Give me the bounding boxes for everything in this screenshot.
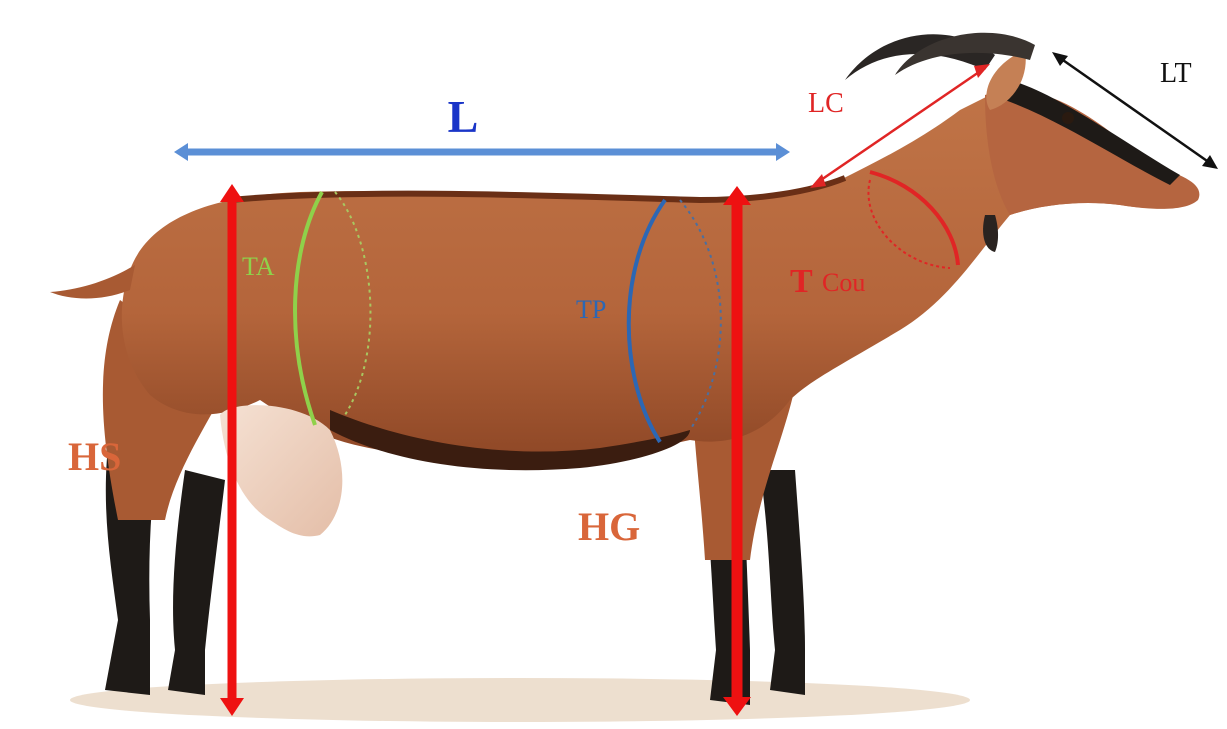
goat-illustration — [50, 33, 1199, 705]
hg-label: HG — [578, 504, 640, 549]
lt-arrow-head-end — [1202, 155, 1218, 169]
neck-cou-label: Cou — [822, 268, 865, 297]
eye — [1062, 112, 1074, 124]
dorsal-stripe — [230, 178, 845, 200]
wattles — [983, 215, 998, 252]
ta-label: TA — [242, 252, 275, 281]
lc-arrow-head-start — [810, 174, 826, 188]
length-arrow-right-head — [776, 143, 790, 161]
udder — [220, 405, 342, 536]
lt-label: LT — [1160, 58, 1192, 89]
neck-t-label: T — [790, 263, 813, 300]
lc-label: LC — [808, 88, 844, 119]
hs-arrow-top-head — [220, 184, 244, 202]
length-arrow-left-head — [174, 143, 188, 161]
head — [985, 90, 1199, 215]
hs-label: HS — [68, 434, 121, 479]
front-leg-back — [760, 470, 805, 695]
tail — [50, 265, 135, 299]
lc-arrow-head-end — [974, 64, 990, 78]
length-label: L — [448, 91, 479, 142]
hind-leg-back — [168, 470, 225, 695]
length-measurement: L — [174, 91, 790, 161]
lt-arrow-head-start — [1052, 52, 1068, 66]
tp-label: TP — [576, 295, 606, 324]
